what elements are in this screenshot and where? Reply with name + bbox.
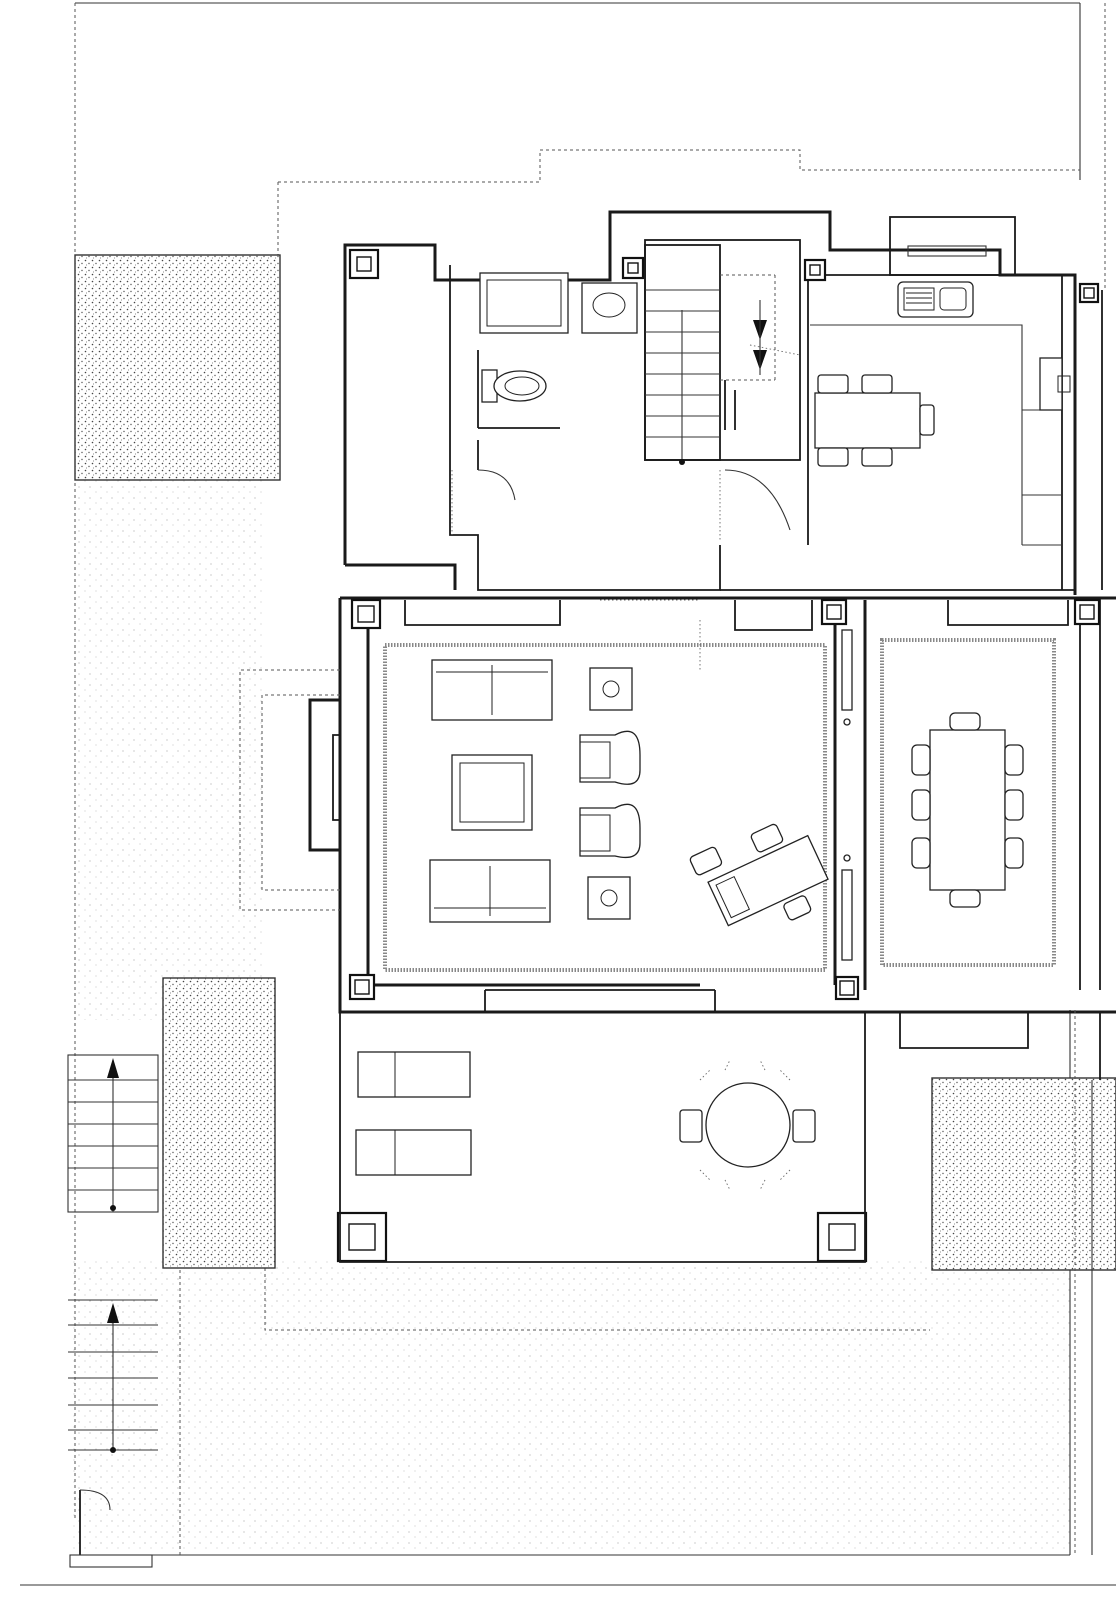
top-bench — [889, 216, 1016, 276]
adjacent-unit-edge — [1074, 1010, 1101, 1555]
planter-left-vertical — [162, 977, 276, 1269]
house-exterior-walls — [239, 210, 1116, 1049]
garden-gate — [69, 1489, 153, 1568]
living-room — [383, 599, 853, 972]
bathroom-fixtures — [451, 272, 638, 535]
garden-texture — [70, 1260, 1070, 1550]
planter-top-left — [74, 254, 281, 481]
structural-columns — [336, 248, 1101, 1263]
terrace — [339, 989, 866, 1263]
internal-staircase — [644, 244, 801, 540]
garden-stairs-upper — [67, 1054, 159, 1213]
planter-bottom-right — [931, 1077, 1116, 1271]
garden-texture-left — [75, 480, 265, 1020]
dining-room — [880, 600, 1069, 967]
top-bench-inner — [907, 245, 987, 257]
garden-stairs-lower — [68, 1299, 158, 1453]
kitchen — [810, 281, 1071, 546]
